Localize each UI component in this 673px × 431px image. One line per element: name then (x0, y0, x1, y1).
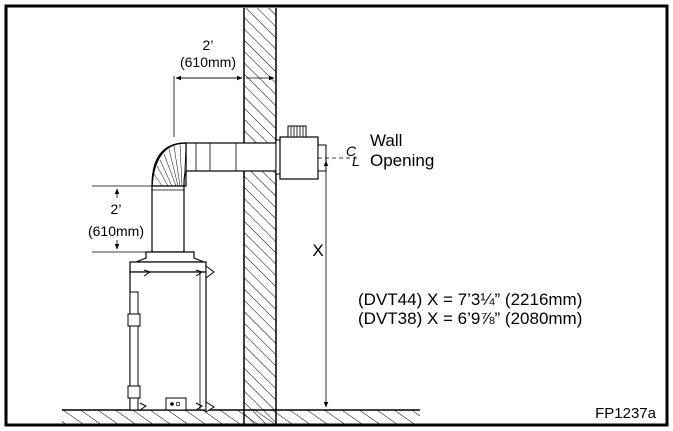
vertical-dimension-metric: (610mm) (88, 223, 144, 239)
water-heater (127, 251, 215, 413)
formula-dvt38: (DVT38) X = 6’9⅞” (2080mm) (358, 309, 582, 328)
diagram-frame (4, 4, 669, 427)
centerline-symbol-l: L (352, 153, 360, 169)
height-dimension-label: X (312, 241, 323, 260)
vent-elbow (151, 142, 187, 187)
wall-opening-label-line1: Wall (370, 131, 402, 150)
vertical-dimension-feet: 2’ (111, 201, 122, 217)
horizontal-dimension (173, 75, 277, 137)
horizontal-dimension-feet: 2’ (203, 37, 214, 53)
wall-opening-label-line2: Opening (370, 151, 434, 170)
figure-code: FP1237a (595, 405, 657, 422)
wall (243, 8, 277, 424)
centerline-symbol-c: C (346, 143, 357, 159)
vertical-vent-pipe (151, 185, 185, 253)
horizontal-vent-pipe (185, 139, 281, 175)
vertical-dimension (92, 185, 152, 253)
formula-dvt44: (DVT44) X = 7’3¼” (2216mm) (358, 290, 582, 309)
horizontal-dimension-metric: (610mm) (180, 54, 236, 70)
floor (62, 409, 420, 424)
